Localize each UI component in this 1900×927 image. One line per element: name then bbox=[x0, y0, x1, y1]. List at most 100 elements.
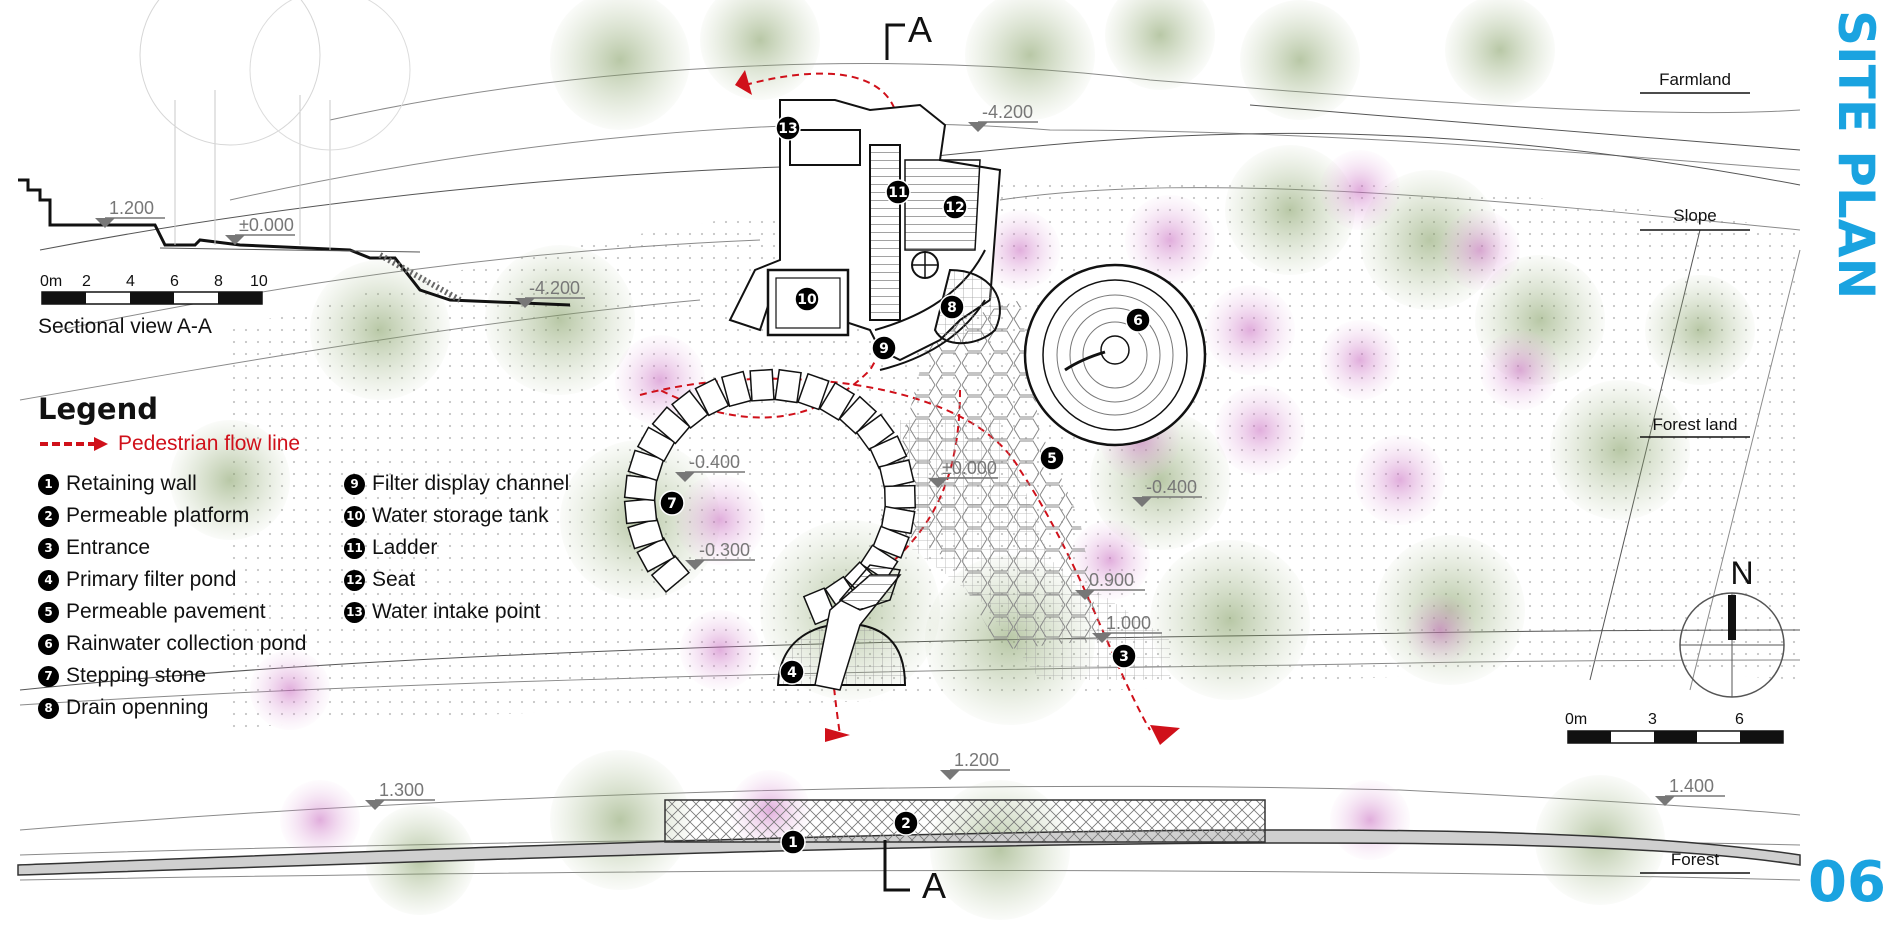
plan-number-badge: 10 bbox=[794, 286, 820, 312]
stepping-stone bbox=[650, 554, 691, 594]
legend-item-label: Entrance bbox=[66, 536, 151, 559]
section-scale-tick-4: 4 bbox=[126, 273, 135, 290]
stepping-stone bbox=[871, 525, 910, 559]
stepping-stone bbox=[694, 377, 730, 417]
stepping-stone bbox=[623, 497, 658, 525]
stepping-stone bbox=[651, 406, 691, 445]
page-title-text: SITE PLAN bbox=[1827, 10, 1885, 300]
stepping-stone bbox=[774, 368, 802, 404]
stepping-stone bbox=[869, 435, 908, 470]
section-marker-bottom bbox=[883, 840, 910, 892]
plan-number-badge-text: 9 bbox=[879, 341, 889, 357]
elevation-marker: 1.200 bbox=[95, 198, 165, 228]
north-label: N bbox=[1730, 555, 1754, 591]
elevation-value: ±0.000 bbox=[942, 458, 997, 478]
stepping-stone bbox=[636, 426, 676, 463]
elevation-triangle-icon bbox=[365, 800, 385, 810]
legend-number-badge: 9 bbox=[344, 473, 365, 495]
section-marker-top-letter: A bbox=[908, 9, 932, 50]
flow-arrowheads bbox=[735, 70, 1180, 745]
elevation-triangle-icon bbox=[1132, 497, 1152, 507]
elevation-value: 1.000 bbox=[1106, 613, 1151, 633]
zone-label-farmland: Farmland bbox=[1659, 70, 1731, 89]
elevation-value: 1.200 bbox=[954, 750, 999, 770]
elevation-marker: -0.400 bbox=[1132, 477, 1202, 507]
section-scale-bar bbox=[41, 291, 263, 305]
zone-label-slope: Slope bbox=[1673, 206, 1717, 225]
legend-number-badge: 13 bbox=[344, 601, 365, 623]
elevation-marker: 1.300 bbox=[365, 780, 435, 810]
plan-number-badge: 2 bbox=[893, 810, 919, 836]
plan-number-badge: 4 bbox=[779, 659, 805, 685]
primary-filter-pond bbox=[776, 564, 907, 691]
section-scale-tick-0: 0m bbox=[40, 273, 63, 290]
legend-number-badge: 11 bbox=[344, 537, 365, 559]
stepping-stone bbox=[623, 474, 658, 502]
legend-item-label: Filter display channel bbox=[372, 472, 570, 495]
legend-item-label: Water intake point bbox=[372, 600, 541, 623]
plan-scale-tick-6: 6 bbox=[1735, 711, 1744, 728]
legend-number-badge: 10 bbox=[344, 505, 365, 527]
zone-label-forest: Forest bbox=[1670, 850, 1720, 869]
plan-number-badge-text: 4 bbox=[787, 665, 797, 681]
stepping-stones-ring bbox=[623, 368, 917, 626]
elevation-value: 1.300 bbox=[379, 780, 424, 800]
north-compass-icon bbox=[1679, 592, 1785, 698]
plan-scale-bar bbox=[1567, 730, 1784, 744]
plan-number-badge-text: 2 bbox=[901, 816, 911, 832]
elevation-value: -0.300 bbox=[699, 540, 750, 560]
legend-item-label: Retaining wall bbox=[66, 472, 197, 495]
plan-scale-tick-0: 0m bbox=[1565, 711, 1588, 728]
legend-item-label: Seat bbox=[372, 568, 416, 591]
page-number: 06 bbox=[1808, 850, 1886, 915]
section-marker-top bbox=[885, 23, 905, 60]
elevation-marker: 0.900 bbox=[1075, 570, 1145, 600]
legend-item-label: Ladder bbox=[372, 536, 438, 559]
elevation-triangle-icon bbox=[940, 770, 960, 780]
section-profile bbox=[18, 0, 571, 307]
elevation-value: -4.200 bbox=[982, 102, 1033, 122]
stepping-stone bbox=[671, 389, 709, 430]
stepping-stone bbox=[720, 370, 752, 408]
elevation-triangle-icon bbox=[1075, 590, 1095, 600]
stepping-stone bbox=[802, 587, 837, 626]
elevation-marker: 1.000 bbox=[1092, 613, 1162, 643]
flow-line-icon bbox=[40, 437, 108, 451]
legend-number-badge: 8 bbox=[38, 697, 59, 719]
plan-number-badge: 7 bbox=[659, 490, 685, 516]
rainwater-collection-pond bbox=[1023, 263, 1207, 447]
stepping-stone bbox=[883, 484, 917, 510]
bottom-walkway bbox=[17, 799, 1801, 876]
stepping-stone bbox=[749, 368, 775, 402]
elevation-triangle-icon bbox=[1655, 796, 1675, 806]
section-marker-bottom-letter: A bbox=[922, 865, 946, 906]
elevation-value: 0.900 bbox=[1089, 570, 1134, 590]
legend-item: 9 Filter display channel bbox=[344, 468, 638, 500]
stepping-stone bbox=[636, 537, 676, 573]
elevation-value: ±0.000 bbox=[239, 215, 294, 235]
plan-number-badge: 9 bbox=[871, 335, 897, 361]
legend-number-badge: 2 bbox=[38, 505, 59, 527]
plan-number-badge: 12 bbox=[942, 194, 968, 220]
elevation-triangle-icon bbox=[675, 472, 695, 482]
legend-item: 11 Ladder bbox=[344, 532, 638, 564]
legend-number-badge: 7 bbox=[38, 665, 59, 687]
page-title: SITE PLAN bbox=[1825, 10, 1885, 299]
stepping-stone bbox=[797, 372, 830, 411]
stepping-stone bbox=[838, 395, 878, 435]
plan-number-badge-text: 5 bbox=[1047, 451, 1057, 467]
plan-number-badge-text: 7 bbox=[667, 496, 677, 512]
plan-number-badge: 1 bbox=[780, 829, 806, 855]
legend-number-badge: 5 bbox=[38, 601, 59, 623]
legend-item-label: Rainwater collection pond bbox=[66, 632, 307, 655]
elevation-marker: ±0.000 bbox=[928, 458, 998, 488]
legend-item-label: Permeable pavement bbox=[66, 600, 266, 623]
legend-number-badge: 3 bbox=[38, 537, 59, 559]
